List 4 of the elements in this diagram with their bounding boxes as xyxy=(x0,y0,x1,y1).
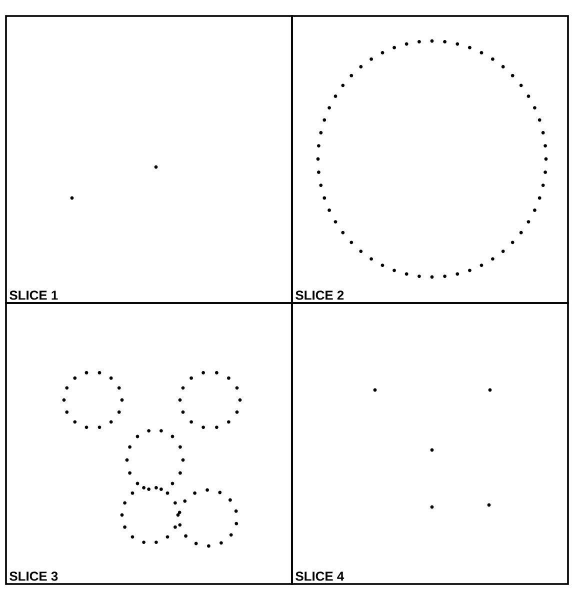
slice-panel: SLICE 1 xyxy=(5,15,293,304)
slice-panel: SLICE 4 xyxy=(291,302,569,585)
slice-panel: SLICE 2 xyxy=(291,15,569,304)
slice-panel: SLICE 3 xyxy=(5,302,293,585)
